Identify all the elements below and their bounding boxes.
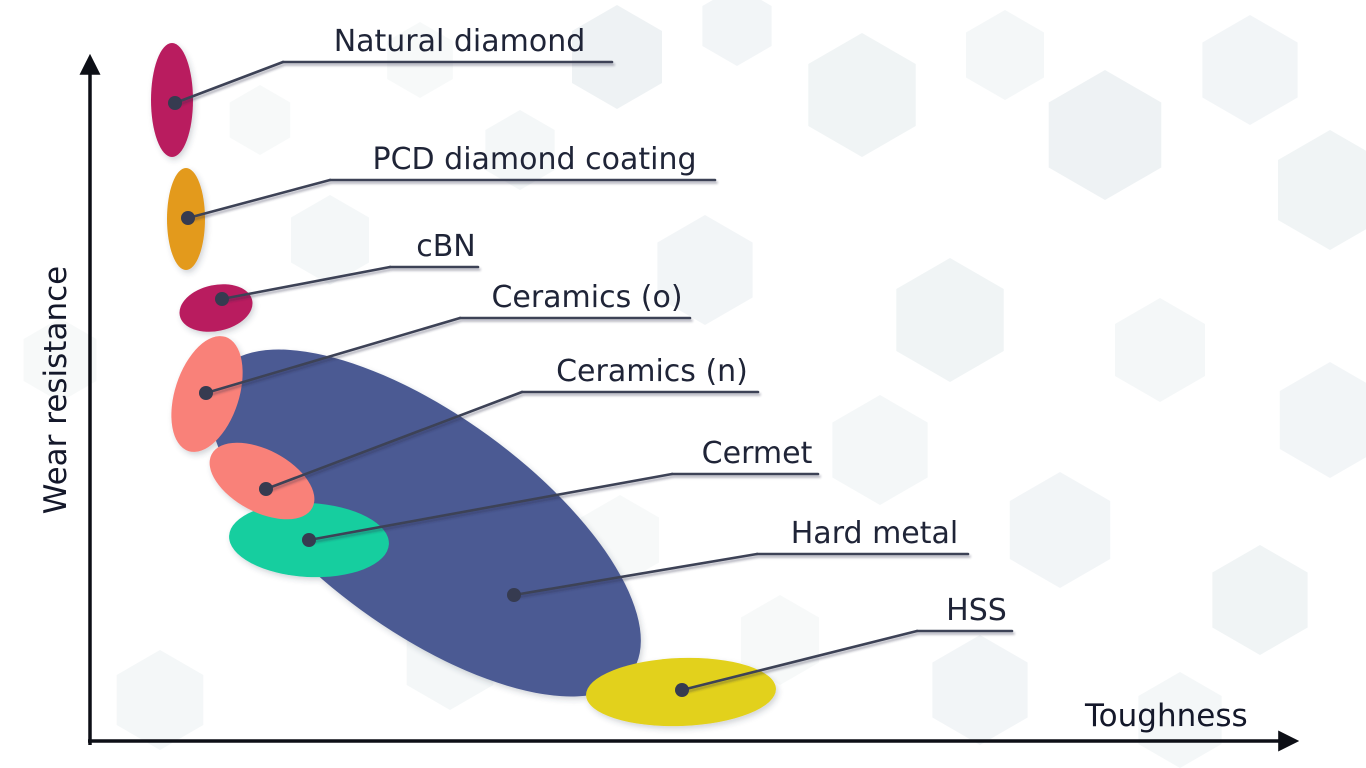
material-ellipse bbox=[209, 349, 641, 697]
hexagon-decoration bbox=[808, 33, 916, 157]
hexagon-decoration bbox=[229, 85, 291, 155]
hexagon-decoration bbox=[741, 595, 819, 685]
leader-line bbox=[307, 472, 674, 542]
hexagon-decoration bbox=[116, 650, 204, 750]
hexagon-decoration bbox=[23, 318, 97, 402]
leader-line bbox=[512, 552, 759, 597]
material-label: Ceramics (o) bbox=[491, 280, 682, 315]
leader-line bbox=[264, 390, 524, 491]
hexagon-decoration bbox=[1279, 362, 1366, 478]
material-label: Hard metal bbox=[791, 516, 959, 551]
axes bbox=[79, 53, 1300, 752]
y-axis-label: Wear resistance bbox=[38, 265, 74, 515]
material-label: Natural diamond bbox=[334, 24, 586, 59]
hexagon-decoration bbox=[832, 395, 928, 505]
hexagon-decoration bbox=[1048, 70, 1162, 200]
leader-line bbox=[173, 60, 285, 105]
leader-line bbox=[680, 629, 919, 692]
material-dot bbox=[168, 96, 182, 110]
material-ellipse bbox=[179, 284, 253, 332]
hexagon-decoration bbox=[966, 10, 1044, 100]
material-dot bbox=[215, 292, 229, 306]
material-dot bbox=[259, 482, 273, 496]
leader-line bbox=[204, 316, 462, 395]
material-dots bbox=[168, 96, 689, 697]
leader-line bbox=[220, 265, 392, 301]
x-axis-label: Toughness bbox=[1085, 698, 1248, 734]
material-label: PCD diamond coating bbox=[373, 142, 697, 177]
hexagon-decoration bbox=[485, 110, 555, 190]
hexagon-decoration bbox=[896, 258, 1004, 382]
hexagon-decoration bbox=[932, 635, 1028, 745]
material-label: Cermet bbox=[702, 436, 813, 471]
material-dot bbox=[181, 211, 195, 225]
hexagon-decoration bbox=[1138, 672, 1222, 768]
hex-background bbox=[23, 0, 1366, 768]
material-dot bbox=[675, 683, 689, 697]
material-label: HSS bbox=[946, 593, 1007, 628]
leader-line bbox=[186, 178, 332, 220]
hexagon-decoration bbox=[572, 5, 662, 109]
hexagon-decoration bbox=[702, 0, 772, 66]
hexagon-decoration bbox=[1115, 298, 1205, 402]
hexagon-decoration bbox=[1009, 472, 1111, 588]
leader-lines bbox=[173, 60, 1014, 692]
hexagon-decoration bbox=[387, 22, 453, 98]
material-dot bbox=[507, 588, 521, 602]
material-label: Ceramics (n) bbox=[556, 354, 748, 389]
material-label: cBN bbox=[416, 229, 476, 264]
hexagon-decoration bbox=[291, 195, 369, 285]
material-dot bbox=[199, 386, 213, 400]
material-dot bbox=[302, 533, 316, 547]
hexagon-decoration bbox=[657, 215, 753, 325]
hexagon-decoration bbox=[1212, 545, 1308, 655]
hexagon-decoration bbox=[1202, 15, 1298, 125]
hexagon-decoration bbox=[1278, 130, 1366, 250]
material-ellipse bbox=[209, 442, 315, 520]
